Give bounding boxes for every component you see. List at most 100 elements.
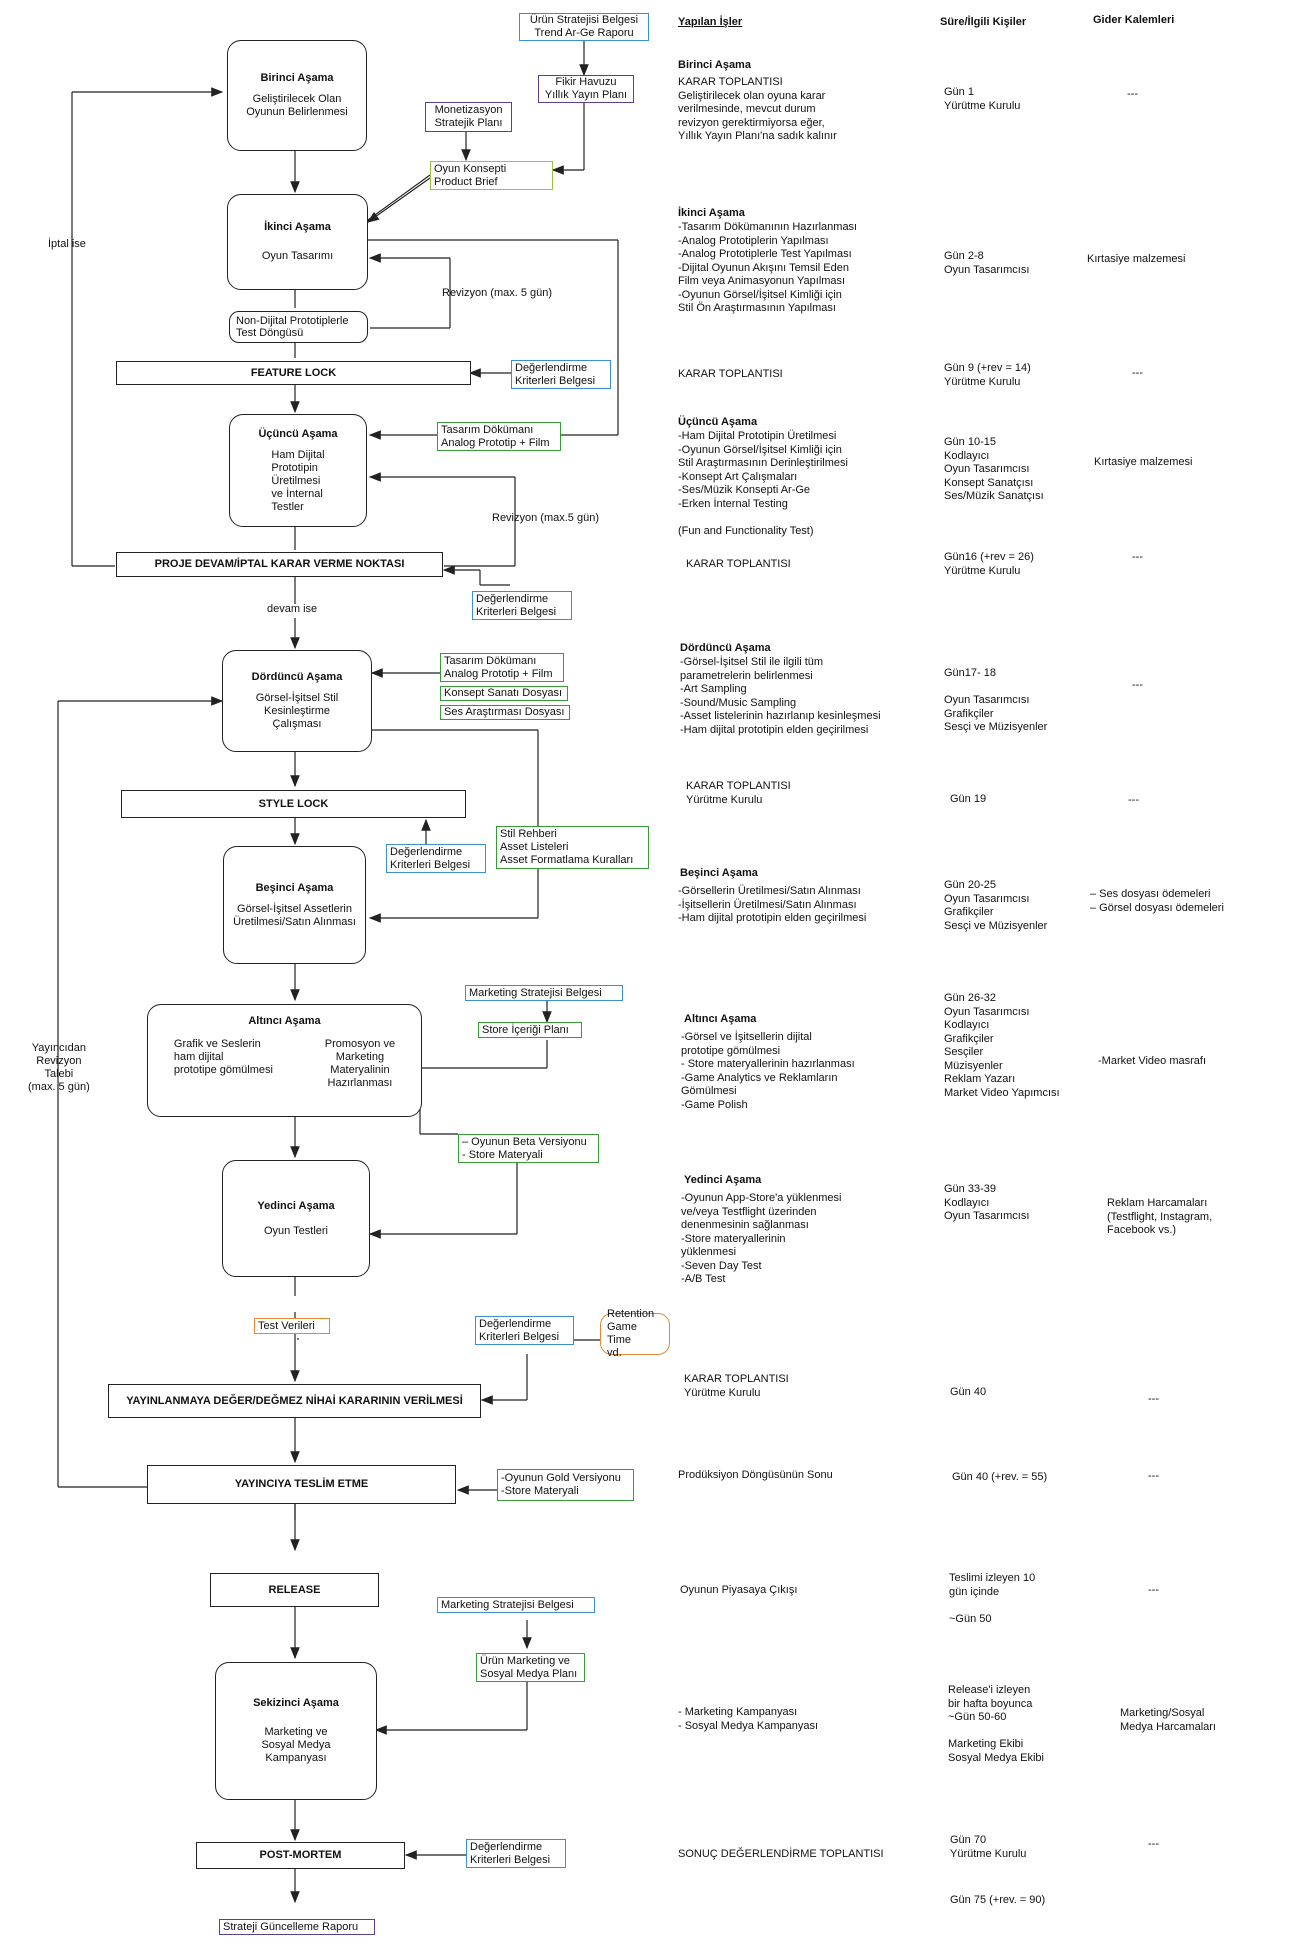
cost-6: -Market Video masrafı xyxy=(1098,1055,1207,1067)
header-activities: Yapılan İşler xyxy=(678,16,743,28)
tasarim-doc-2: Tasarım Dökümanı Analog Prototip + Film xyxy=(440,653,564,682)
stage-6-subtitle-right: Promosyon ve Marketing Materyalinin Hazı… xyxy=(324,1038,396,1089)
activity-5-title: Beşinci Aşama xyxy=(680,867,758,879)
ses-arastirma-doc: Ses Araştırması Dosyası xyxy=(440,705,570,720)
konsept-sanati-doc: Konsept Sanatı Dosyası xyxy=(440,686,568,701)
degerlendirme-doc-2: Değerlendirme Kriterleri Belgesi xyxy=(472,591,572,620)
cost-2: Kırtasiye malzemesi xyxy=(1087,253,1186,265)
stage-7-box: Yedinci Aşama Oyun Testleri xyxy=(222,1160,370,1277)
activity-5: -Görsellerin Üretilmesi/Satın Alınması -… xyxy=(678,885,867,924)
stage-5-box: Beşinci Aşama Görsel-İşitsel Assetlerin … xyxy=(223,846,366,964)
cost-feature-lock: --- xyxy=(1132,367,1143,379)
stage-1-subtitle: Geliştirilecek Olan Oyunun Belirlenmesi xyxy=(246,93,348,118)
beta-doc: – Oyunun Beta Versiyonu - Store Materyal… xyxy=(458,1134,599,1163)
activity-1: KARAR TOPLANTISI Geliştirilecek olan oyu… xyxy=(678,76,837,142)
activity-7: -Oyunun App-Store'a yüklenmesi ve/veya T… xyxy=(681,1192,842,1285)
duration-end: Gün 75 (+rev. = 90) xyxy=(950,1894,1046,1906)
activity-4-title: Dördüncü Aşama xyxy=(680,642,771,654)
activity-7-title: Yedinci Aşama xyxy=(684,1174,762,1186)
stage-7-title: Yedinci Aşama xyxy=(257,1199,335,1212)
cost-7: Reklam Harcamaları (Testflight, Instagra… xyxy=(1107,1197,1213,1236)
activity-post-mortem: SONUÇ DEĞERLENDİRME TOPLANTISI xyxy=(678,1848,884,1860)
cost-8: Marketing/Sosyal Medya Harcamaları xyxy=(1120,1707,1216,1733)
duration-7: Gün 33-39 Kodlayıcı Oyun Tasarımcısı xyxy=(944,1183,1030,1222)
yayincidan-label: Yayıncıdan Revizyon Talebi (max. 5 gün) xyxy=(28,1042,90,1093)
cost-release: --- xyxy=(1148,1584,1159,1596)
stage-3-subtitle: Ham Dijital Prototipin Üretilmesi ve İnt… xyxy=(271,448,325,513)
post-mortem-gate: POST-MORTEM xyxy=(196,1842,405,1869)
duration-feature-lock: Gün 9 (+rev = 14) Yürütme Kurulu xyxy=(944,362,1031,388)
release-gate: RELEASE xyxy=(210,1573,379,1607)
activity-6: -Görsel ve İşitsellerin dijital prototip… xyxy=(681,1031,855,1111)
stage-3-box: Üçüncü Aşama Ham Dijital Prototipin Üret… xyxy=(229,414,367,527)
stage-3-title: Üçüncü Aşama xyxy=(258,427,338,440)
degerlendirme-doc-4: Değerlendirme Kriterleri Belgesi xyxy=(475,1316,574,1345)
retention-doc: Retention Game Time vd. xyxy=(600,1308,670,1359)
duration-8: Release'i izleyen bir hafta boyunca ~Gün… xyxy=(948,1684,1044,1764)
fikir-havuzu-doc: Fikir Havuzu Yıllık Yayın Planı xyxy=(538,75,634,103)
stage-7-subtitle: Oyun Testleri xyxy=(264,1224,328,1237)
activity-8: - Marketing Kampanyası - Sosyal Medya Ka… xyxy=(678,1706,819,1732)
duration-yayinciya: Gün 40 (+rev. = 55) xyxy=(952,1471,1048,1483)
yayinlanmaya-gate: YAYINLANMAYA DEĞER/DEĞMEZ NİHAİ KARARINI… xyxy=(108,1384,481,1418)
activity-3-title: Üçüncü Aşama xyxy=(678,416,758,428)
strateji-guncelleme-doc: Strateji Güncelleme Raporu xyxy=(219,1919,375,1935)
stage-4-subtitle: Görsel-İşitsel Stil Kesinleştirme Çalışm… xyxy=(255,692,339,730)
style-lock-gate: STYLE LOCK xyxy=(121,790,466,818)
tasarim-doc-1: Tasarım Dökümanı Analog Prototip + Film xyxy=(437,422,561,451)
stage-2-subtitle: Oyun Tasarımı xyxy=(261,250,334,262)
duration-6: Gün 26-32 Oyun Tasarımcısı Kodlayıcı Gra… xyxy=(944,992,1060,1099)
test-verileri-doc: Test Verileri xyxy=(254,1318,330,1334)
activity-6-title: Altıncı Aşama xyxy=(684,1013,757,1025)
stage-8-title: Sekizinci Aşama xyxy=(253,1697,339,1709)
activity-4: -Görsel-İşitsel Stil ile ilgili tüm para… xyxy=(680,656,881,736)
feature-lock-gate: FEATURE LOCK xyxy=(116,361,471,385)
activity-yayinlanmaya: KARAR TOPLANTISI Yürütme Kurulu xyxy=(684,1373,789,1399)
stage-4-title: Dördüncü Aşama xyxy=(251,671,343,683)
stage-5-title: Beşinci Aşama xyxy=(255,881,334,894)
cost-4: --- xyxy=(1132,679,1143,691)
marketing-strateji-doc-1: Marketing Stratejisi Belgesi xyxy=(465,985,623,1001)
activity-2: -Tasarım Dökümanının Hazırlanması -Analo… xyxy=(678,221,858,314)
stil-rehberi-doc: Stil Rehberi Asset Listeleri Asset Forma… xyxy=(496,826,649,869)
stage-2-title: İkinci Aşama xyxy=(264,221,331,233)
stage-6-title: Altıncı Aşama xyxy=(248,1015,321,1027)
degerlendirme-doc-1: Değerlendirme Kriterleri Belgesi xyxy=(511,360,611,389)
activity-2-title: İkinci Aşama xyxy=(678,207,745,219)
duration-3: Gün 10-15 Kodlayıcı Oyun Tasarımcısı Kon… xyxy=(944,436,1044,502)
duration-post-mortem: Gün 70 Yürütme Kurulu xyxy=(950,1834,1027,1860)
activity-1-title: Birinci Aşama xyxy=(678,59,751,71)
header-duration: Süre/İlgili Kişiler xyxy=(940,16,1027,28)
cost-post-mortem: --- xyxy=(1148,1838,1159,1850)
stage-2-box: İkinci Aşama Oyun Tasarımı xyxy=(227,194,368,290)
stage-1-title: Birinci Aşama xyxy=(260,72,334,84)
duration-2: Gün 2-8 Oyun Tasarımcısı xyxy=(944,250,1030,276)
duration-5: Gün 20-25 Oyun Tasarımcısı Grafikçiler S… xyxy=(944,879,1048,932)
monetizasyon-doc: Monetizasyon Stratejik Planı xyxy=(425,102,512,132)
activity-3: -Ham Dijital Prototipin Üretilmesi -Oyun… xyxy=(678,430,848,537)
activity-feature-lock: KARAR TOPLANTISI xyxy=(678,368,783,380)
duration-release: Teslimi izleyen 10 gün içinde ~Gün 50 xyxy=(949,1572,1036,1625)
stage-4-box: Dördüncü Aşama Görsel-İşitsel Stil Kesin… xyxy=(222,650,372,752)
stage-1-box: Birinci Aşama Geliştirilecek Olan Oyunun… xyxy=(227,40,367,151)
urun-marketing-doc: Ürün Marketing ve Sosyal Medya Planı xyxy=(476,1653,585,1682)
stage-8-box: Sekizinci Aşama Marketing ve Sosyal Medy… xyxy=(215,1662,377,1800)
header-costs: Gider Kalemleri xyxy=(1093,14,1175,26)
non-dijital-doc: Non-Dijital Prototiplerle Test Döngüsü xyxy=(229,311,368,343)
degerlendirme-doc-3: Değerlendirme Kriterleri Belgesi xyxy=(386,844,486,873)
activity-style-lock: KARAR TOPLANTISI Yürütme Kurulu xyxy=(686,780,791,806)
iptal-ise-label: İptal ise xyxy=(48,238,86,250)
activity-yayinciya: Prodüksiyon Döngüsünün Sonu xyxy=(678,1469,833,1481)
activity-release: Oyunun Piyasaya Çıkışı xyxy=(680,1584,798,1596)
cost-3: Kırtasiye malzemesi xyxy=(1094,456,1193,468)
cost-yayinlanmaya: --- xyxy=(1148,1393,1159,1405)
revizyon-label-1: Revizyon (max. 5 gün) xyxy=(442,287,553,299)
marketing-strateji-doc-2: Marketing Stratejisi Belgesi xyxy=(437,1597,595,1613)
proje-devam-gate: PROJE DEVAM/İPTAL KARAR VERME NOKTASI xyxy=(116,552,443,577)
urun-strateji-doc: Ürün Stratejisi Belgesi Trend Ar-Ge Rapo… xyxy=(519,13,649,41)
revizyon-label-2: Revizyon (max.5 gün) xyxy=(492,512,599,524)
gold-doc: -Oyunun Gold Versiyonu -Store Materyali xyxy=(497,1469,634,1501)
cost-proje-devam: --- xyxy=(1132,551,1143,563)
